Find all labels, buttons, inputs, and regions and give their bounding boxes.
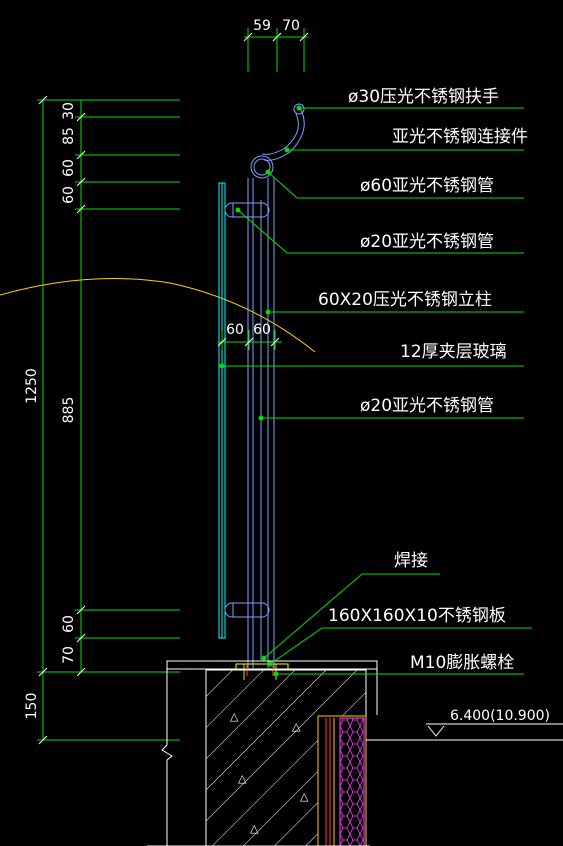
label-handrail: ø30压光不锈钢扶手 [348,87,499,107]
callout-labels: ø30压光不锈钢扶手 亚光不锈钢连接件 ø60亚光不锈钢管 ø20亚光不锈钢管 … [318,87,528,673]
contour-curve [0,278,316,353]
svg-text:△: △ [238,772,247,785]
wall-finish [317,715,367,846]
dim-mid-60-a: 60 [226,322,244,338]
top-dimension: 59 70 [243,18,309,72]
left-dimension-chain [37,95,180,745]
elevation-marker: 6.400(10.900) [366,708,563,741]
leaders [222,107,532,675]
label-glass: 12厚夹层玻璃 [400,342,507,362]
label-tube20-top: ø20亚光不锈钢管 [360,232,494,252]
leader-dots [219,105,302,677]
dim-mid-60-b: 60 [253,322,271,338]
dim-85: 85 [61,127,77,145]
handrail [250,103,305,179]
label-connector: 亚光不锈钢连接件 [392,127,528,147]
dim-60-upper-b: 60 [61,186,77,204]
svg-text:△: △ [250,822,259,835]
dim-top-59: 59 [253,18,271,34]
left-dimension-texts: 30 85 60 60 885 60 70 1250 150 [24,102,77,719]
dim-60-upper-a: 60 [61,159,77,177]
label-bolt: M10膨胀螺栓 [410,653,514,673]
svg-text:△: △ [292,720,301,733]
dim-top-70: 70 [282,18,300,34]
dim-1250: 1250 [24,368,40,404]
label-tube60: ø60亚光不锈钢管 [360,176,494,196]
mid-dimension: 60 60 [217,322,282,350]
label-plate: 160X160X10不锈钢板 [328,606,506,626]
dim-150: 150 [24,693,40,720]
svg-text:△: △ [230,710,239,723]
break-line [147,669,370,846]
dim-30: 30 [61,102,77,120]
svg-text:△: △ [300,790,309,803]
label-weld: 焊接 [394,551,428,571]
dim-70: 70 [61,646,77,664]
elevation-text: 6.400(10.900) [450,708,550,724]
dim-885: 885 [61,397,77,424]
label-tube20-bottom: ø20亚光不锈钢管 [360,396,494,416]
railing-posts [218,178,275,668]
dim-60-lower: 60 [61,615,77,633]
label-post: 60X20压光不锈钢立柱 [318,290,492,310]
